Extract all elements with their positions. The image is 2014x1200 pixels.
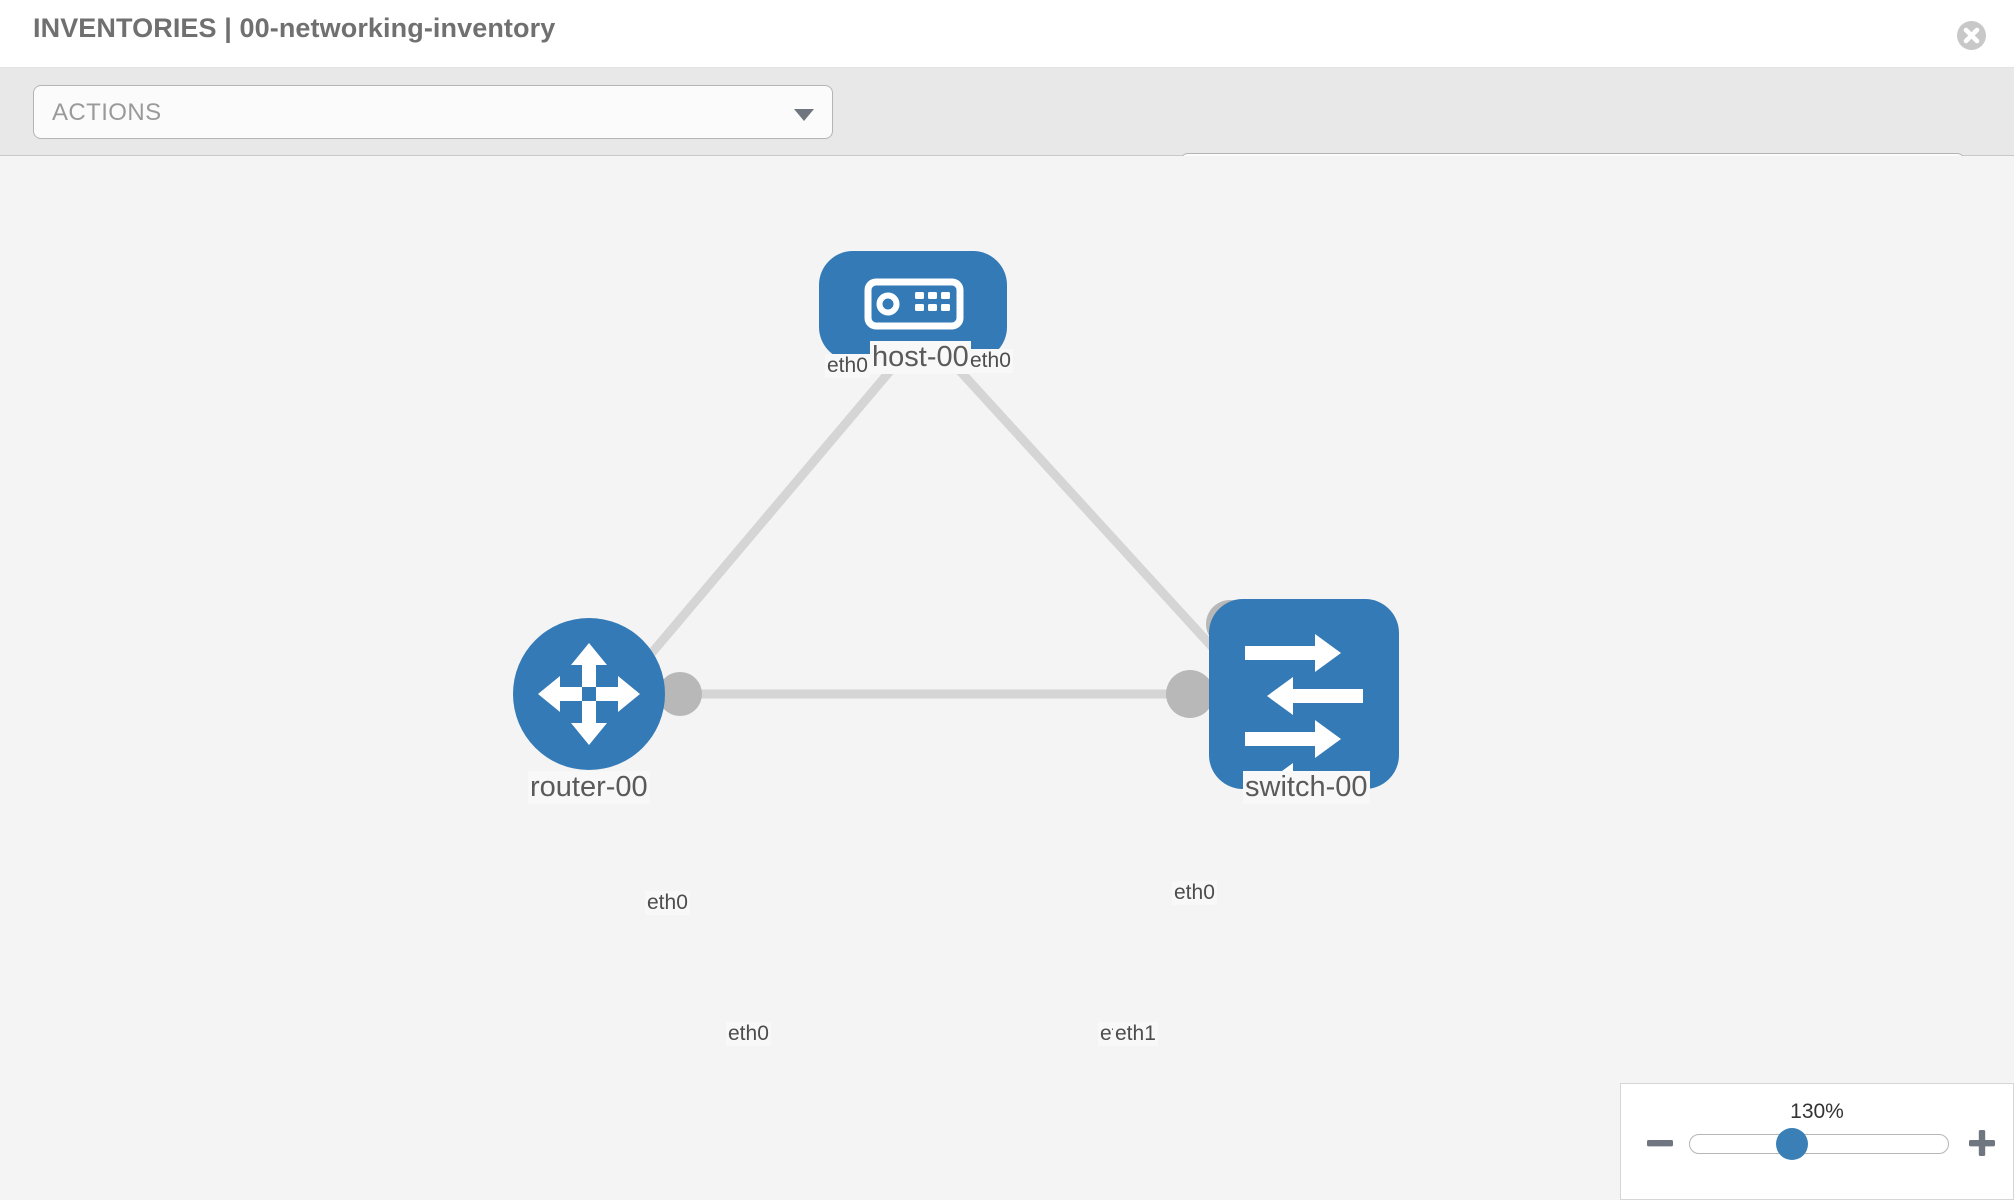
iface-label-switch-eth1: eth1 (1113, 1022, 1158, 1046)
node-router-00 (513, 618, 665, 770)
iface-label-router-eth0-right: eth0 (726, 1022, 771, 1046)
page-title: INVENTORIES | 00-networking-inventory (33, 13, 556, 43)
actions-dropdown-label: ACTIONS (52, 99, 162, 126)
zoom-level-value: 130% (1790, 1100, 1844, 1123)
iface-label-host-eth0-right: eth0 (968, 349, 1013, 373)
iface-label-switch-eth0-up: eth0 (1172, 881, 1217, 905)
actions-dropdown[interactable]: ACTIONS (33, 85, 833, 139)
node-host-00 (819, 251, 1007, 361)
connector-router-right (658, 672, 702, 716)
zoom-control-panel: 130% (1620, 1083, 2014, 1200)
topology-connectors (658, 330, 1254, 718)
window-header: INVENTORIES | 00-networking-inventory (0, 0, 2014, 68)
connector-switch-left (1166, 670, 1214, 718)
node-label-switch-00: switch-00 (1243, 771, 1370, 804)
topology-graph (513, 251, 1399, 801)
link-host-switch (956, 367, 1229, 665)
node-label-router-00: router-00 (528, 771, 650, 804)
iface-label-router-eth0-up: eth0 (645, 891, 690, 915)
plus-icon[interactable] (1965, 1126, 1999, 1160)
zoom-slider-thumb[interactable] (1776, 1128, 1808, 1160)
node-label-host-00: host-00 (870, 341, 971, 374)
topology-links (641, 367, 1229, 699)
link-host-router (641, 368, 894, 664)
node-switch-00 (1209, 599, 1399, 801)
iface-label-host-eth0-left: eth0 (825, 354, 870, 378)
zoom-slider-track[interactable] (1689, 1134, 1949, 1154)
toolbar: ACTIONS SEARCH (0, 68, 2014, 207)
chevron-down-icon (794, 109, 814, 121)
minus-icon[interactable] (1643, 1126, 1677, 1160)
topology-canvas[interactable]: host-00 router-00 switch-00 eth0 eth0 et… (0, 156, 2014, 1200)
close-icon[interactable] (1957, 21, 1986, 50)
